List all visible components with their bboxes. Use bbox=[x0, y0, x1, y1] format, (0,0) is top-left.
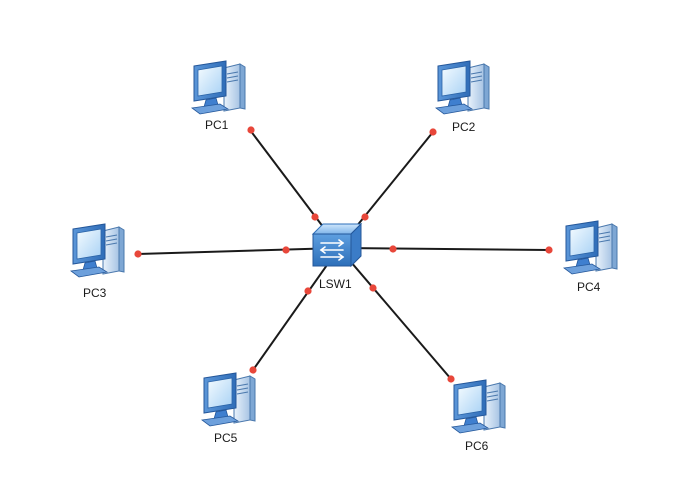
switch-node-lsw1[interactable]: LSW1 bbox=[311, 222, 363, 291]
pc-port-dot-pc4 bbox=[545, 246, 553, 254]
switch-port-dot-pc2 bbox=[361, 213, 369, 221]
switch-port-dot-pc5 bbox=[304, 287, 312, 295]
pc-node-pc1[interactable]: PC1 bbox=[191, 60, 246, 132]
switch-icon bbox=[311, 222, 363, 268]
pc-label: PC3 bbox=[83, 286, 107, 300]
link-lsw1-pc3[interactable] bbox=[137, 247, 340, 255]
computer-icon bbox=[191, 60, 246, 115]
link-lsw1-pc5[interactable] bbox=[252, 247, 340, 371]
pc-port-dot-pc1 bbox=[247, 126, 255, 134]
computer-icon bbox=[451, 379, 506, 434]
switch-port-dot-pc6 bbox=[369, 284, 377, 292]
pc-port-dot-pc2 bbox=[429, 128, 437, 136]
link-lsw1-pc4[interactable] bbox=[338, 247, 550, 251]
pc-label: PC1 bbox=[205, 118, 229, 132]
pc-label: PC5 bbox=[214, 431, 238, 445]
pc-label: PC6 bbox=[465, 439, 489, 453]
pc-port-dot-pc6 bbox=[447, 375, 455, 383]
pc-node-pc3[interactable]: PC3 bbox=[70, 223, 125, 300]
switch-port-dot-pc3 bbox=[282, 246, 290, 254]
link-lsw1-pc6[interactable] bbox=[338, 247, 452, 380]
pc-node-pc4[interactable]: PC4 bbox=[563, 220, 618, 294]
computer-icon bbox=[435, 60, 490, 115]
switch-label: LSW1 bbox=[319, 277, 352, 291]
pc-label: PC4 bbox=[577, 280, 601, 294]
switch-port-dot-pc4 bbox=[389, 245, 397, 253]
computer-icon bbox=[70, 223, 125, 278]
port-dots-layer bbox=[134, 126, 553, 383]
computer-icon bbox=[563, 220, 618, 275]
computer-icon bbox=[201, 372, 256, 427]
pc-node-pc6[interactable]: PC6 bbox=[451, 379, 506, 453]
pc-port-dot-pc3 bbox=[134, 250, 142, 258]
pc-label: PC2 bbox=[452, 120, 476, 134]
pc-port-dot-pc5 bbox=[249, 366, 257, 374]
switch-port-dot-pc1 bbox=[311, 213, 319, 221]
pc-node-pc2[interactable]: PC2 bbox=[435, 60, 490, 134]
pc-node-pc5[interactable]: PC5 bbox=[201, 372, 256, 445]
